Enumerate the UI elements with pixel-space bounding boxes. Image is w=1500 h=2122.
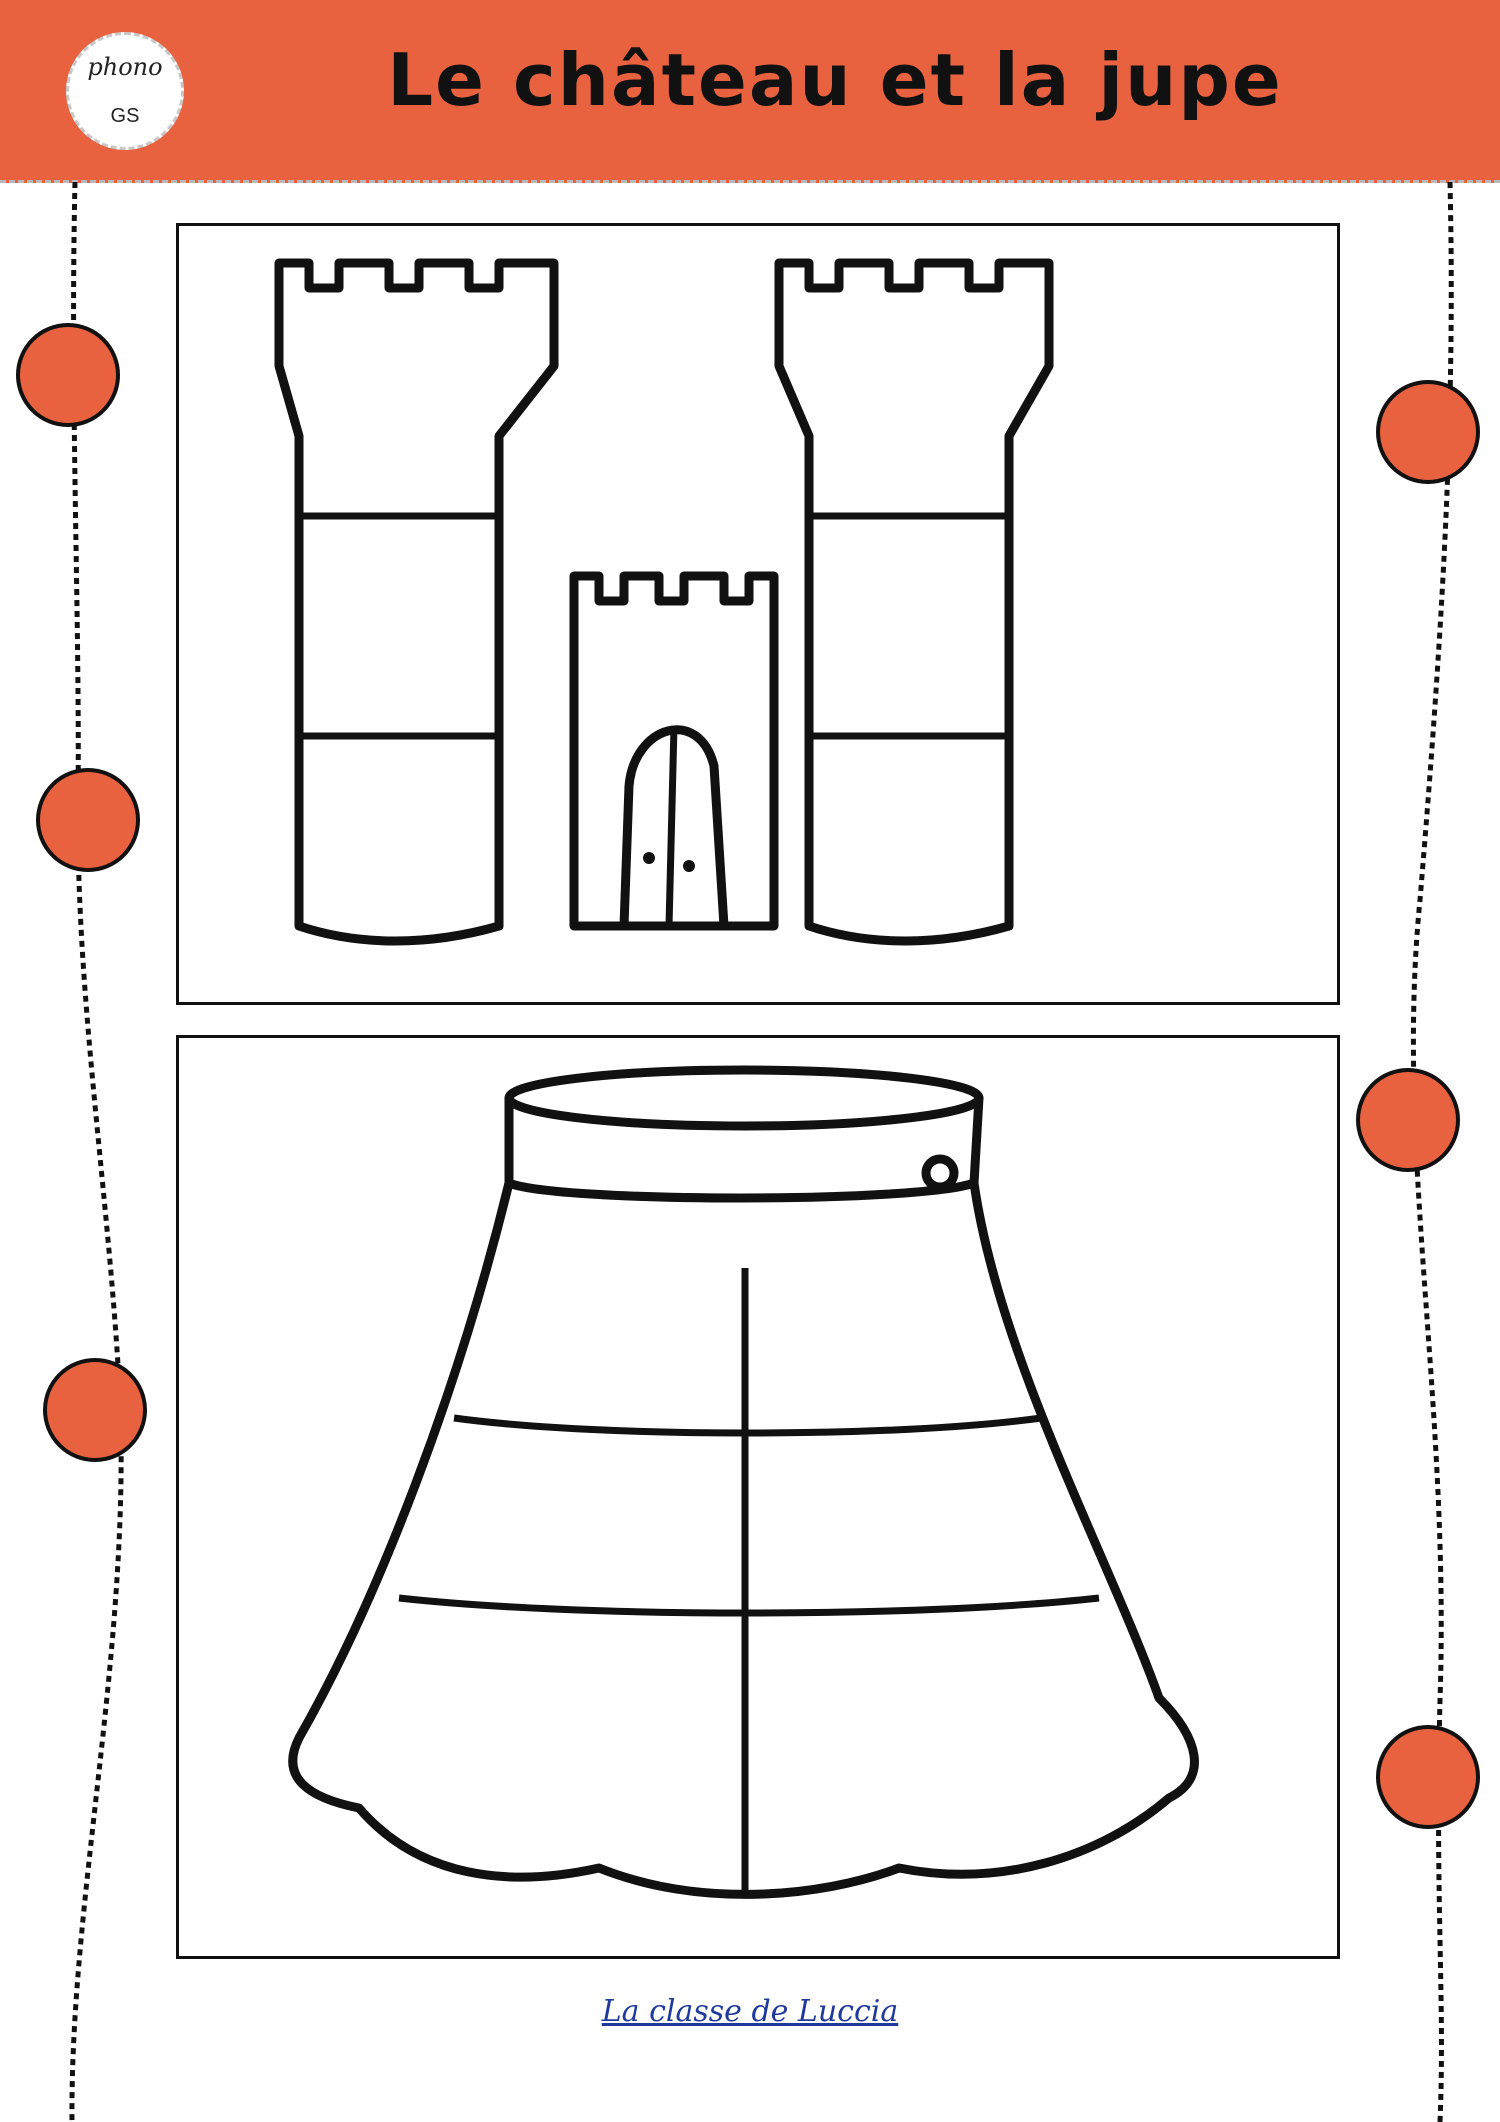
castle-icon bbox=[274, 258, 1054, 946]
pompom-icon bbox=[1376, 1725, 1480, 1829]
pompom-icon bbox=[16, 323, 120, 427]
badge-grade: GS bbox=[110, 105, 140, 127]
left-rope bbox=[69, 181, 124, 2122]
pompom-icon bbox=[1356, 1068, 1460, 1172]
skirt-picture-frame bbox=[176, 1035, 1340, 1959]
credit-link[interactable]: La classe de Luccia bbox=[601, 1994, 899, 2029]
castle-picture-frame bbox=[176, 223, 1340, 1005]
page-header: phono GS Le château et la jupe bbox=[0, 0, 1500, 183]
pompom-icon bbox=[36, 768, 140, 872]
pompom-icon bbox=[43, 1358, 147, 1462]
level-badge: phono GS bbox=[66, 32, 184, 150]
pompom-icon bbox=[1376, 380, 1480, 484]
right-rope bbox=[1410, 181, 1454, 2122]
badge-subject: phono bbox=[87, 53, 163, 81]
page-title: Le château et la jupe bbox=[387, 38, 1283, 122]
skirt-icon bbox=[288, 1065, 1199, 1899]
